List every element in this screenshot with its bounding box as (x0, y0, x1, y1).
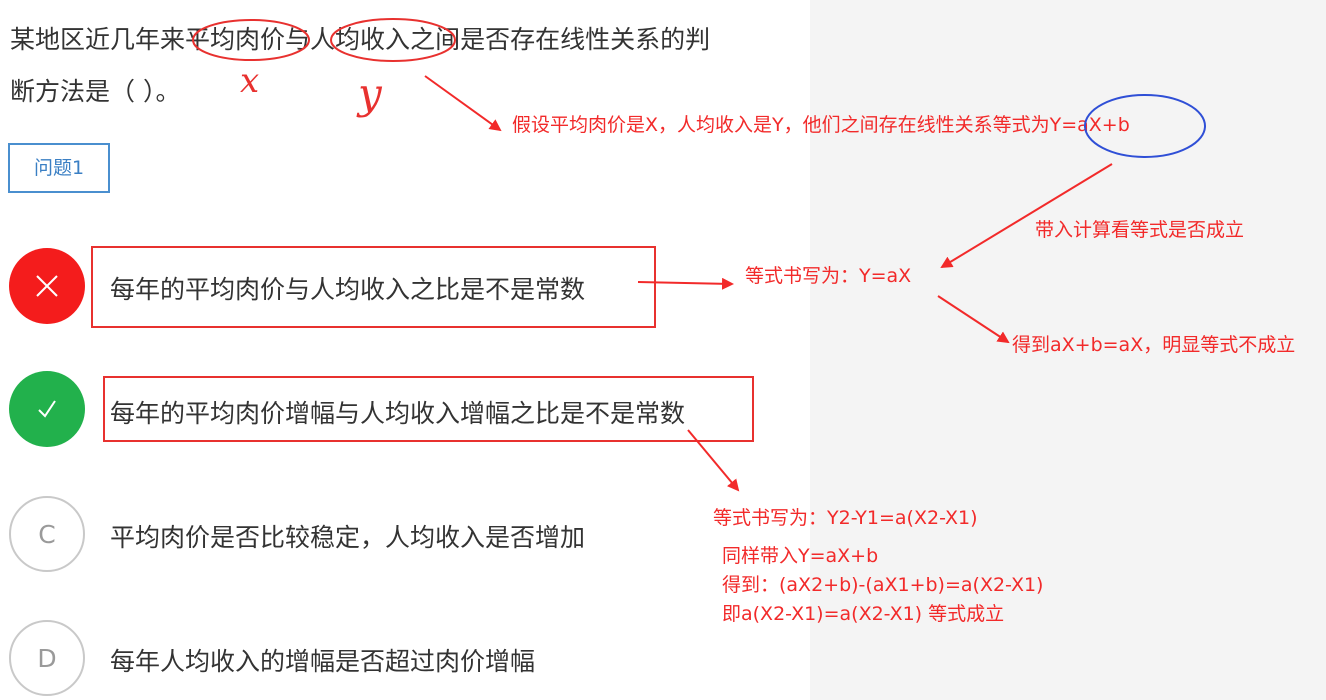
annotation-substitute: 带入计算看等式是否成立 (1035, 219, 1245, 241)
option-a-wrong-marker[interactable] (9, 248, 85, 324)
option-d-marker[interactable]: D (9, 620, 85, 696)
annotation-assume: 假设平均肉价是X，人均收入是Y，他们之间存在线性关系等式为Y=aX+b (512, 114, 1130, 136)
option-c-text[interactable]: 平均肉价是否比较稳定，人均收入是否增加 (110, 523, 586, 552)
option-a-text[interactable]: 每年的平均肉价与人均收入之比是不是常数 (110, 275, 586, 304)
tab-question-1[interactable]: 问题1 (8, 143, 110, 193)
question-highlight-y: 人均收入 (310, 25, 411, 54)
question-part: 某地区近几年来 (10, 25, 186, 54)
option-d-text[interactable]: 每年人均收入的增幅是否超过肉价增幅 (110, 647, 536, 676)
annotation-equation-a: 等式书写为：Y=aX (745, 265, 912, 287)
check-icon (38, 400, 56, 418)
option-b-text[interactable]: 每年的平均肉价增幅与人均收入增幅之比是不是常数 (110, 399, 686, 428)
question-highlight-x: 平均肉价 (185, 25, 286, 54)
annotation-box-option-a (91, 246, 656, 328)
annotation-line: 得到：(aX2+b)-(aX1+b)=a(X2-X1) (722, 574, 1044, 596)
annotation-box-option-b (103, 376, 754, 442)
question-part: 断方法是（ ）。 (10, 77, 181, 106)
annotation-line: 即a(X2-X1)=a(X2-X1) 等式成立 (722, 603, 1005, 625)
annotation-equation-b: 等式书写为：Y2-Y1=a(X2-X1) (713, 507, 978, 529)
question-text: 某地区近几年来平均肉价与人均收入之间是否存在线性关系的判 断方法是（ ）。 (10, 14, 800, 118)
close-icon (36, 275, 58, 297)
annotation-derivation-b: 同样带入Y=aX+b 得到：(aX2+b)-(aX1+b)=a(X2-X1) 即… (722, 542, 1043, 629)
annotation-line: 同样带入Y=aX+b (722, 545, 879, 567)
question-part: 与 (285, 25, 311, 54)
right-panel-background (810, 0, 1326, 700)
question-part: 之间是否存在线性关系的判 (410, 25, 711, 54)
annotation-result-a: 得到aX+b=aX，明显等式不成立 (1012, 334, 1296, 356)
option-c-marker[interactable]: C (9, 496, 85, 572)
option-b-correct-marker[interactable] (9, 371, 85, 447)
